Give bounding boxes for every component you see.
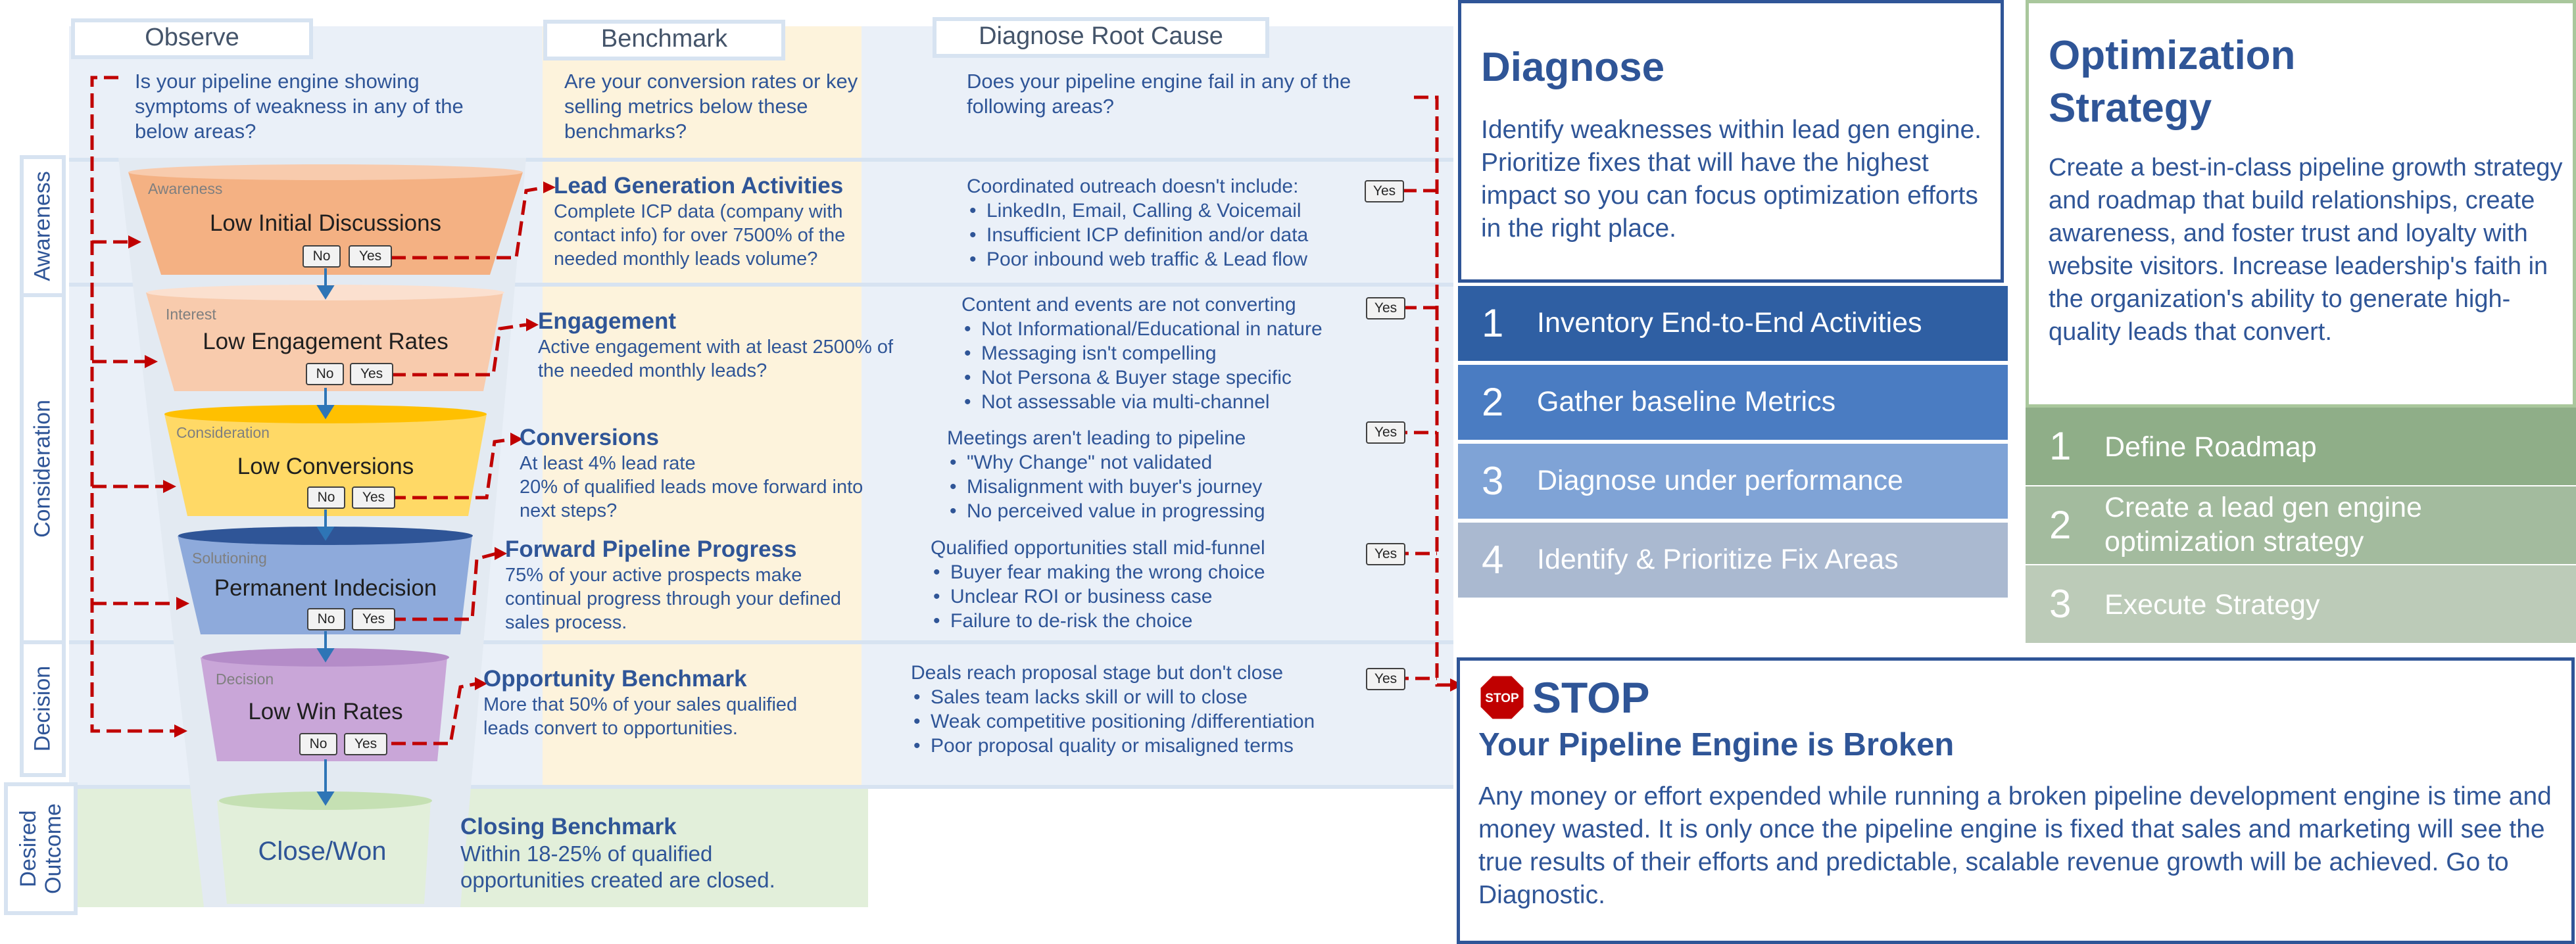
funnel-stage-solutioning	[178, 536, 472, 634]
stage-group-decision: Decision	[20, 640, 66, 777]
diagnose-root-cause-header: Diagnose Root Cause	[933, 17, 1269, 58]
funnel-stage-consideration	[164, 414, 487, 516]
yes-button[interactable]: Yes	[352, 608, 395, 630]
yes-button[interactable]: Yes	[350, 363, 393, 385]
benchmark-engagement: Engagement Active engagement with at lea…	[538, 308, 894, 381]
diagnose-content-list: Not Informational/Educational in nature …	[961, 317, 1409, 414]
diagnose-question: Does your pipeline engine fail in any of…	[967, 70, 1351, 118]
diagnose-outreach-list: LinkedIn, Email, Calling & Voicemail Ins…	[967, 199, 1388, 271]
strategy-step-3: 3 Execute Strategy	[2026, 565, 2576, 643]
no-button[interactable]: No	[303, 245, 341, 268]
stage-label-interest: Interest	[166, 306, 216, 323]
diagnose-outreach: Coordinated outreach doesn't include: Li…	[967, 174, 1388, 271]
no-button[interactable]: No	[307, 608, 345, 630]
no-button[interactable]: No	[306, 363, 344, 385]
row-divider	[69, 785, 1453, 789]
benchmark-opportunity: Opportunity Benchmark More that 50% of y…	[483, 666, 798, 739]
diagnose-step-1: 1 Inventory End-to-End Activities	[1458, 286, 2008, 361]
svg-text:STOP: STOP	[1485, 692, 1519, 705]
strategy-panel-title: Optimization Strategy	[2049, 33, 2296, 131]
row-divider	[69, 158, 1453, 162]
yes-button[interactable]: Yes	[344, 733, 387, 755]
row-divider	[69, 640, 1453, 644]
diagnose-panel-title: Diagnose	[1481, 45, 1665, 90]
strategy-step-1: 1 Define Roadmap	[2026, 408, 2576, 485]
diagnose-step-2: 2 Gather baseline Metrics	[1458, 365, 2008, 440]
stage-label-consideration: Consideration	[176, 424, 270, 441]
strategy-panel-body: Create a best-in-class pipeline growth s…	[2049, 154, 2563, 346]
stage-label-solutioning: Solutioning	[192, 550, 267, 567]
yes-button[interactable]: Yes	[1366, 543, 1405, 565]
strategy-step-2: 2 Create a lead gen engine optimization …	[2026, 486, 2576, 564]
observe-question: Is your pipeline engine showing symptoms…	[135, 70, 464, 143]
yes-button[interactable]: Yes	[1366, 668, 1405, 690]
stage-name-close-won: Close/Won	[258, 837, 387, 866]
benchmark-header: Benchmark	[543, 20, 785, 60]
stop-sign-icon: STOP	[1478, 674, 1526, 721]
benchmark-lead-generation: Lead Generation Activities Complete ICP …	[554, 173, 846, 270]
diagnose-step-4: 4 Identify & Prioritize Fix Areas	[1458, 523, 2008, 598]
benchmark-forward-pipeline: Forward Pipeline Progress 75% of your ac…	[505, 536, 842, 633]
yes-button[interactable]: Yes	[1366, 297, 1405, 319]
row-divider	[69, 283, 1453, 287]
diagnose-stall-list: Buyer fear making the wrong choice Uncle…	[931, 560, 1358, 633]
yes-button[interactable]: Yes	[1366, 421, 1405, 444]
diagnose-panel-body: Identify weaknesses within lead gen engi…	[1481, 116, 1981, 243]
yes-button[interactable]: Yes	[349, 245, 392, 268]
diagnose-content: Content and events are not converting No…	[961, 293, 1409, 414]
funnel-stage-close-won	[217, 801, 431, 904]
diagnose-stall: Qualified opportunities stall mid-funnel…	[931, 536, 1358, 633]
stage-label-decision: Decision	[216, 671, 274, 688]
yes-button[interactable]: Yes	[1365, 180, 1404, 202]
connector-arrowheads	[128, 181, 1463, 738]
stage-label-awareness: Awareness	[148, 180, 223, 197]
stop-title: STOP	[1532, 673, 1650, 722]
benchmark-closing: Closing Benchmark Within 18-25% of quali…	[460, 814, 775, 892]
funnel-stage-awareness	[128, 172, 523, 275]
stage-name-low-conversions: Low Conversions	[237, 454, 414, 479]
diagnose-panel: Diagnose Identify weaknesses within lead…	[1458, 0, 2004, 283]
stop-panel: STOP STOP Your Pipeline Engine is Broken…	[1457, 657, 2575, 944]
no-button[interactable]: No	[299, 733, 337, 755]
diagnose-step-3: 3 Diagnose under performance	[1458, 444, 2008, 519]
stage-group-consideration: Consideration	[20, 293, 66, 644]
stop-body: Any money or effort expended while runni…	[1478, 782, 2552, 909]
stage-name-low-initial-discussions: Low Initial Discussions	[209, 210, 442, 236]
yes-button[interactable]: Yes	[352, 486, 395, 509]
funnel-stage-awareness-top	[128, 164, 523, 180]
diagnose-meetings: Meetings aren't leading to pipeline "Why…	[947, 426, 1374, 523]
no-button[interactable]: No	[307, 486, 345, 509]
diagnose-meetings-list: "Why Change" not validated Misalignment …	[947, 450, 1374, 523]
stage-name-low-engagement-rates: Low Engagement Rates	[203, 329, 449, 354]
observe-header: Observe	[71, 18, 313, 59]
funnel-stage-interest	[146, 293, 503, 391]
stage-name-low-win-rates: Low Win Rates	[248, 699, 403, 724]
strategy-panel: Optimization Strategy Create a best-in-c…	[2026, 0, 2576, 408]
stage-name-permanent-indecision: Permanent Indecision	[214, 575, 437, 601]
stage-group-desired-outcome: Desired Outcome	[4, 782, 78, 915]
stage-flow-arrows	[316, 268, 335, 806]
stop-subtitle: Your Pipeline Engine is Broken	[1478, 727, 1955, 763]
diagnose-proposal: Deals reach proposal stage but don't clo…	[911, 661, 1397, 758]
benchmark-question: Are your conversion rates or key selling…	[564, 70, 858, 143]
diagnose-proposal-list: Sales team lacks skill or will to close …	[911, 685, 1397, 758]
benchmark-conversions: Conversions At least 4% lead rate 20% of…	[520, 425, 863, 521]
